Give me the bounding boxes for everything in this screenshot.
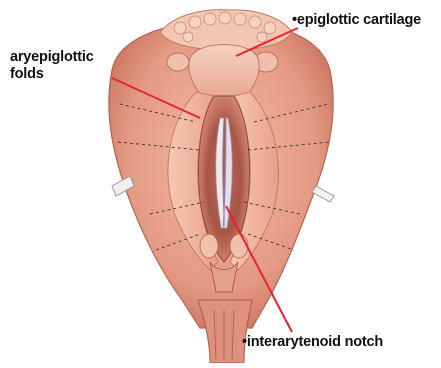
retractor-right xyxy=(312,186,334,202)
left-bulge xyxy=(167,53,189,71)
epiglottis xyxy=(189,45,259,97)
cuneiform-right xyxy=(230,234,248,258)
esophagus xyxy=(198,300,252,363)
label-aryepiglottic-folds: aryepiglottic folds xyxy=(10,49,130,83)
label-epiglottic-cartilage: •epiglottic cartilage xyxy=(292,12,421,29)
cuneiform-left xyxy=(200,234,218,258)
label-interarytenoid-notch: •interarytenoid notch xyxy=(242,334,383,351)
